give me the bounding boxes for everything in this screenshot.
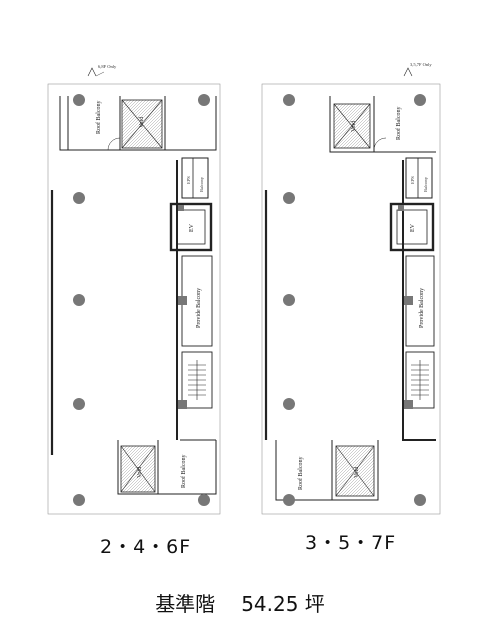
plan-2-4-6f [47,67,221,515]
right-balcony: Balcony [423,176,428,192]
eps-balcony-box [181,157,209,199]
left-void-top: Void [139,117,145,128]
footer-area: 基準階 54.25 坪 [0,588,480,617]
right-roof-balcony-bottom: Roof Balcony [297,457,304,491]
top-bay [329,96,436,153]
right-void-bottom: Void [354,467,360,478]
left-void-bottom: Void [137,467,143,478]
left-eps: EPS [186,176,191,184]
bottom-bay [275,440,379,501]
top-bay-partitions [67,96,166,150]
void-top [333,103,371,149]
right-annotation: 3,5,7F Only [410,62,432,68]
right-roof-balcony-top: Roof Balcony [395,107,402,141]
slab-outline [261,83,441,515]
top-bay [59,96,217,151]
columns [73,94,210,506]
columns [283,94,426,506]
right-ev: EV [410,223,416,232]
left-balcony: Balcony [199,176,204,192]
void-bottom [335,445,375,497]
left-private-balcony: Provide Balcony [196,288,202,328]
elevator-box [169,202,213,252]
stairs [181,351,213,409]
footer-area-value: 54.25 坪 [241,592,325,616]
core-wall [402,160,436,441]
void-bottom [120,445,156,493]
left-roof-balcony-bottom: Roof Balcony [180,455,187,489]
right-private-balcony: Provide Balcony [419,288,425,328]
floors-label-right: 3・5・7F [305,532,397,554]
bottom-bay [117,440,217,495]
elevator-box [389,202,435,252]
stairs [405,351,435,409]
left-roof-balcony-top: Roof Balcony [95,101,102,135]
eps-balcony-box [405,157,433,199]
plan-3-5-7f [261,67,441,515]
door-swing [107,137,121,151]
left-ev: EV [189,223,195,232]
right-void-top: Void [351,121,357,132]
right-eps: EPS [410,176,415,184]
slab-outline [47,83,221,515]
left-annotation: 6,8F Only [98,64,117,70]
footer-title: 基準階 [155,592,216,616]
floors-label-left: 2・4・6F [100,536,192,558]
void-top [121,99,163,149]
